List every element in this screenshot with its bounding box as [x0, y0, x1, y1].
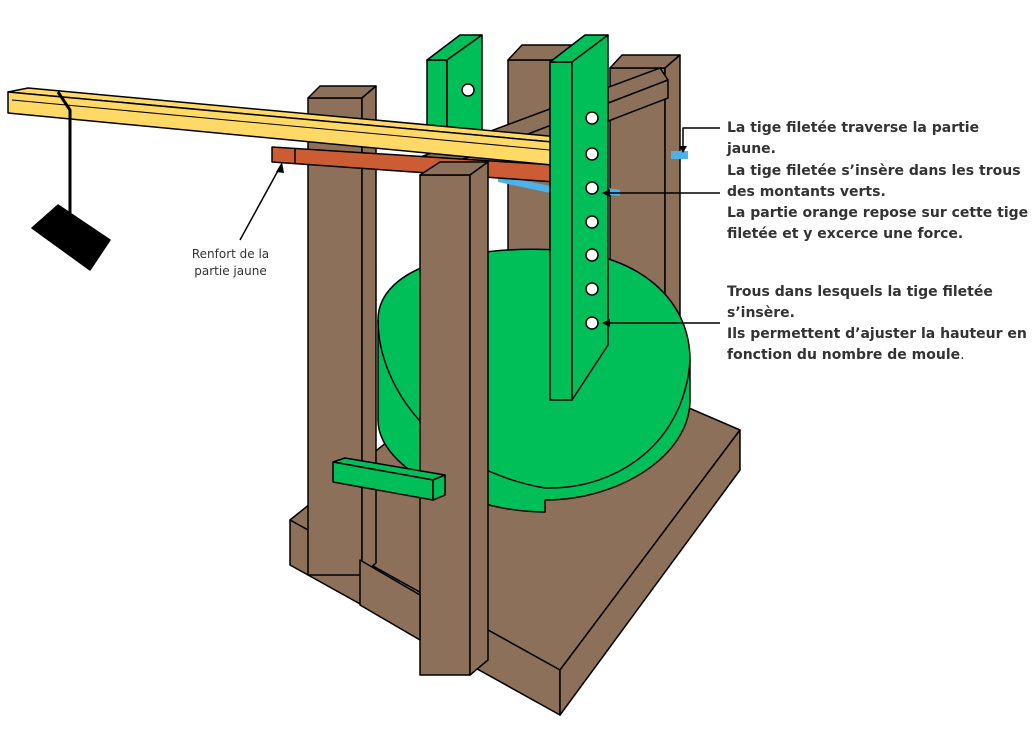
- adjust-holes-line2: s’insère.: [727, 305, 795, 321]
- rod-through-yellow-text: La tige filetée traverse la partie jaune…: [727, 120, 980, 157]
- rod-in-holes-line1: La tige filetée s’insère dans les trous: [727, 163, 1021, 179]
- adjust-holes-line1: Trous dans lesquels la tige filetée: [727, 284, 993, 300]
- rod-in-holes-label: La tige filetée s’insère dans les trous …: [727, 161, 1029, 245]
- back-upright-hole: [461, 83, 475, 97]
- back-left-post: [307, 85, 377, 576]
- rod-in-holes-line3: La partie orange repose sur cette tige: [727, 205, 1029, 221]
- adjust-holes-label: Trous dans lesquels la tige filetée s’in…: [727, 282, 1029, 366]
- green-tie-piece: [332, 457, 446, 501]
- adjust-holes-line4: fonction du nombre de moule.: [727, 345, 1029, 366]
- adjustment-holes: [585, 111, 599, 330]
- reinforcement-label-line1: Renfort de la: [191, 247, 270, 261]
- adjust-holes-line3: Ils permettent d’ajuster la hauteur en: [727, 326, 1027, 342]
- annotation-arrows: [239, 127, 720, 327]
- reinforcement-label-line2: partie jaune: [194, 264, 267, 278]
- reinforcement-label: Renfort de la partie jaune: [178, 246, 283, 280]
- rod-through-yellow-label: La tige filetée traverse la partie jaune…: [727, 118, 1027, 160]
- adjust-holes-line4-end: .: [960, 347, 965, 363]
- front-lower-rails: [359, 559, 421, 641]
- hanging-weight: [31, 91, 111, 271]
- front-left-post: [419, 161, 489, 676]
- rod-in-holes-line2: des montants verts.: [727, 184, 886, 200]
- front-green-upright: [549, 34, 609, 401]
- rod-in-holes-line4: filetée et y excerce une force.: [727, 226, 964, 242]
- adjust-holes-line4-text: fonction du nombre de moule: [727, 347, 961, 363]
